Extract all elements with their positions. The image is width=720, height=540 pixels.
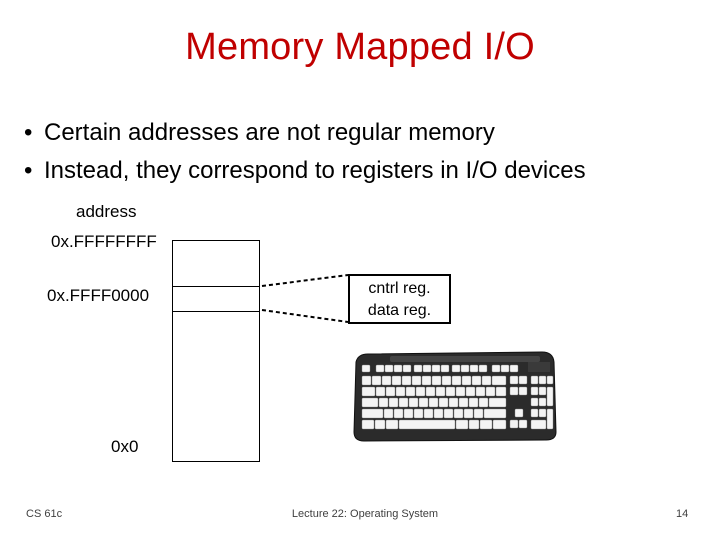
address-mid-label: 0x.FFFF0000: [47, 286, 150, 305]
bullet-dot: •: [24, 157, 33, 184]
footer-lecture: Lecture 22: Operating System: [291, 508, 439, 520]
address-label: address: [76, 202, 137, 221]
bullet-text: Instead, they correspond to registers in…: [44, 157, 586, 184]
address-top-label: 0x.FFFFFFFF: [51, 232, 157, 251]
control-register-label: cntrl reg.: [368, 280, 431, 297]
memory-map-block: [172, 240, 260, 462]
bullet-item: • Certain addresses are not regular memor…: [24, 114, 586, 152]
slide-title: Memory Mapped I/O: [185, 26, 535, 68]
bullet-item: • Instead, they correspond to registers i…: [24, 152, 586, 190]
io-register-box: cntrl reg. data reg.: [348, 274, 451, 324]
bullet-list: • Certain addresses are not regular memor…: [24, 114, 586, 190]
keyboard-image: [353, 351, 557, 442]
footer-course: CS 61c: [26, 508, 63, 520]
bullet-text: Certain addresses are not regular memory: [44, 119, 495, 146]
bullet-dot: •: [24, 119, 33, 146]
data-register-label: data reg.: [367, 302, 432, 319]
address-bottom-label: 0x0: [111, 437, 139, 456]
io-address-range: [173, 286, 259, 312]
footer-page-number: 14: [676, 508, 689, 520]
